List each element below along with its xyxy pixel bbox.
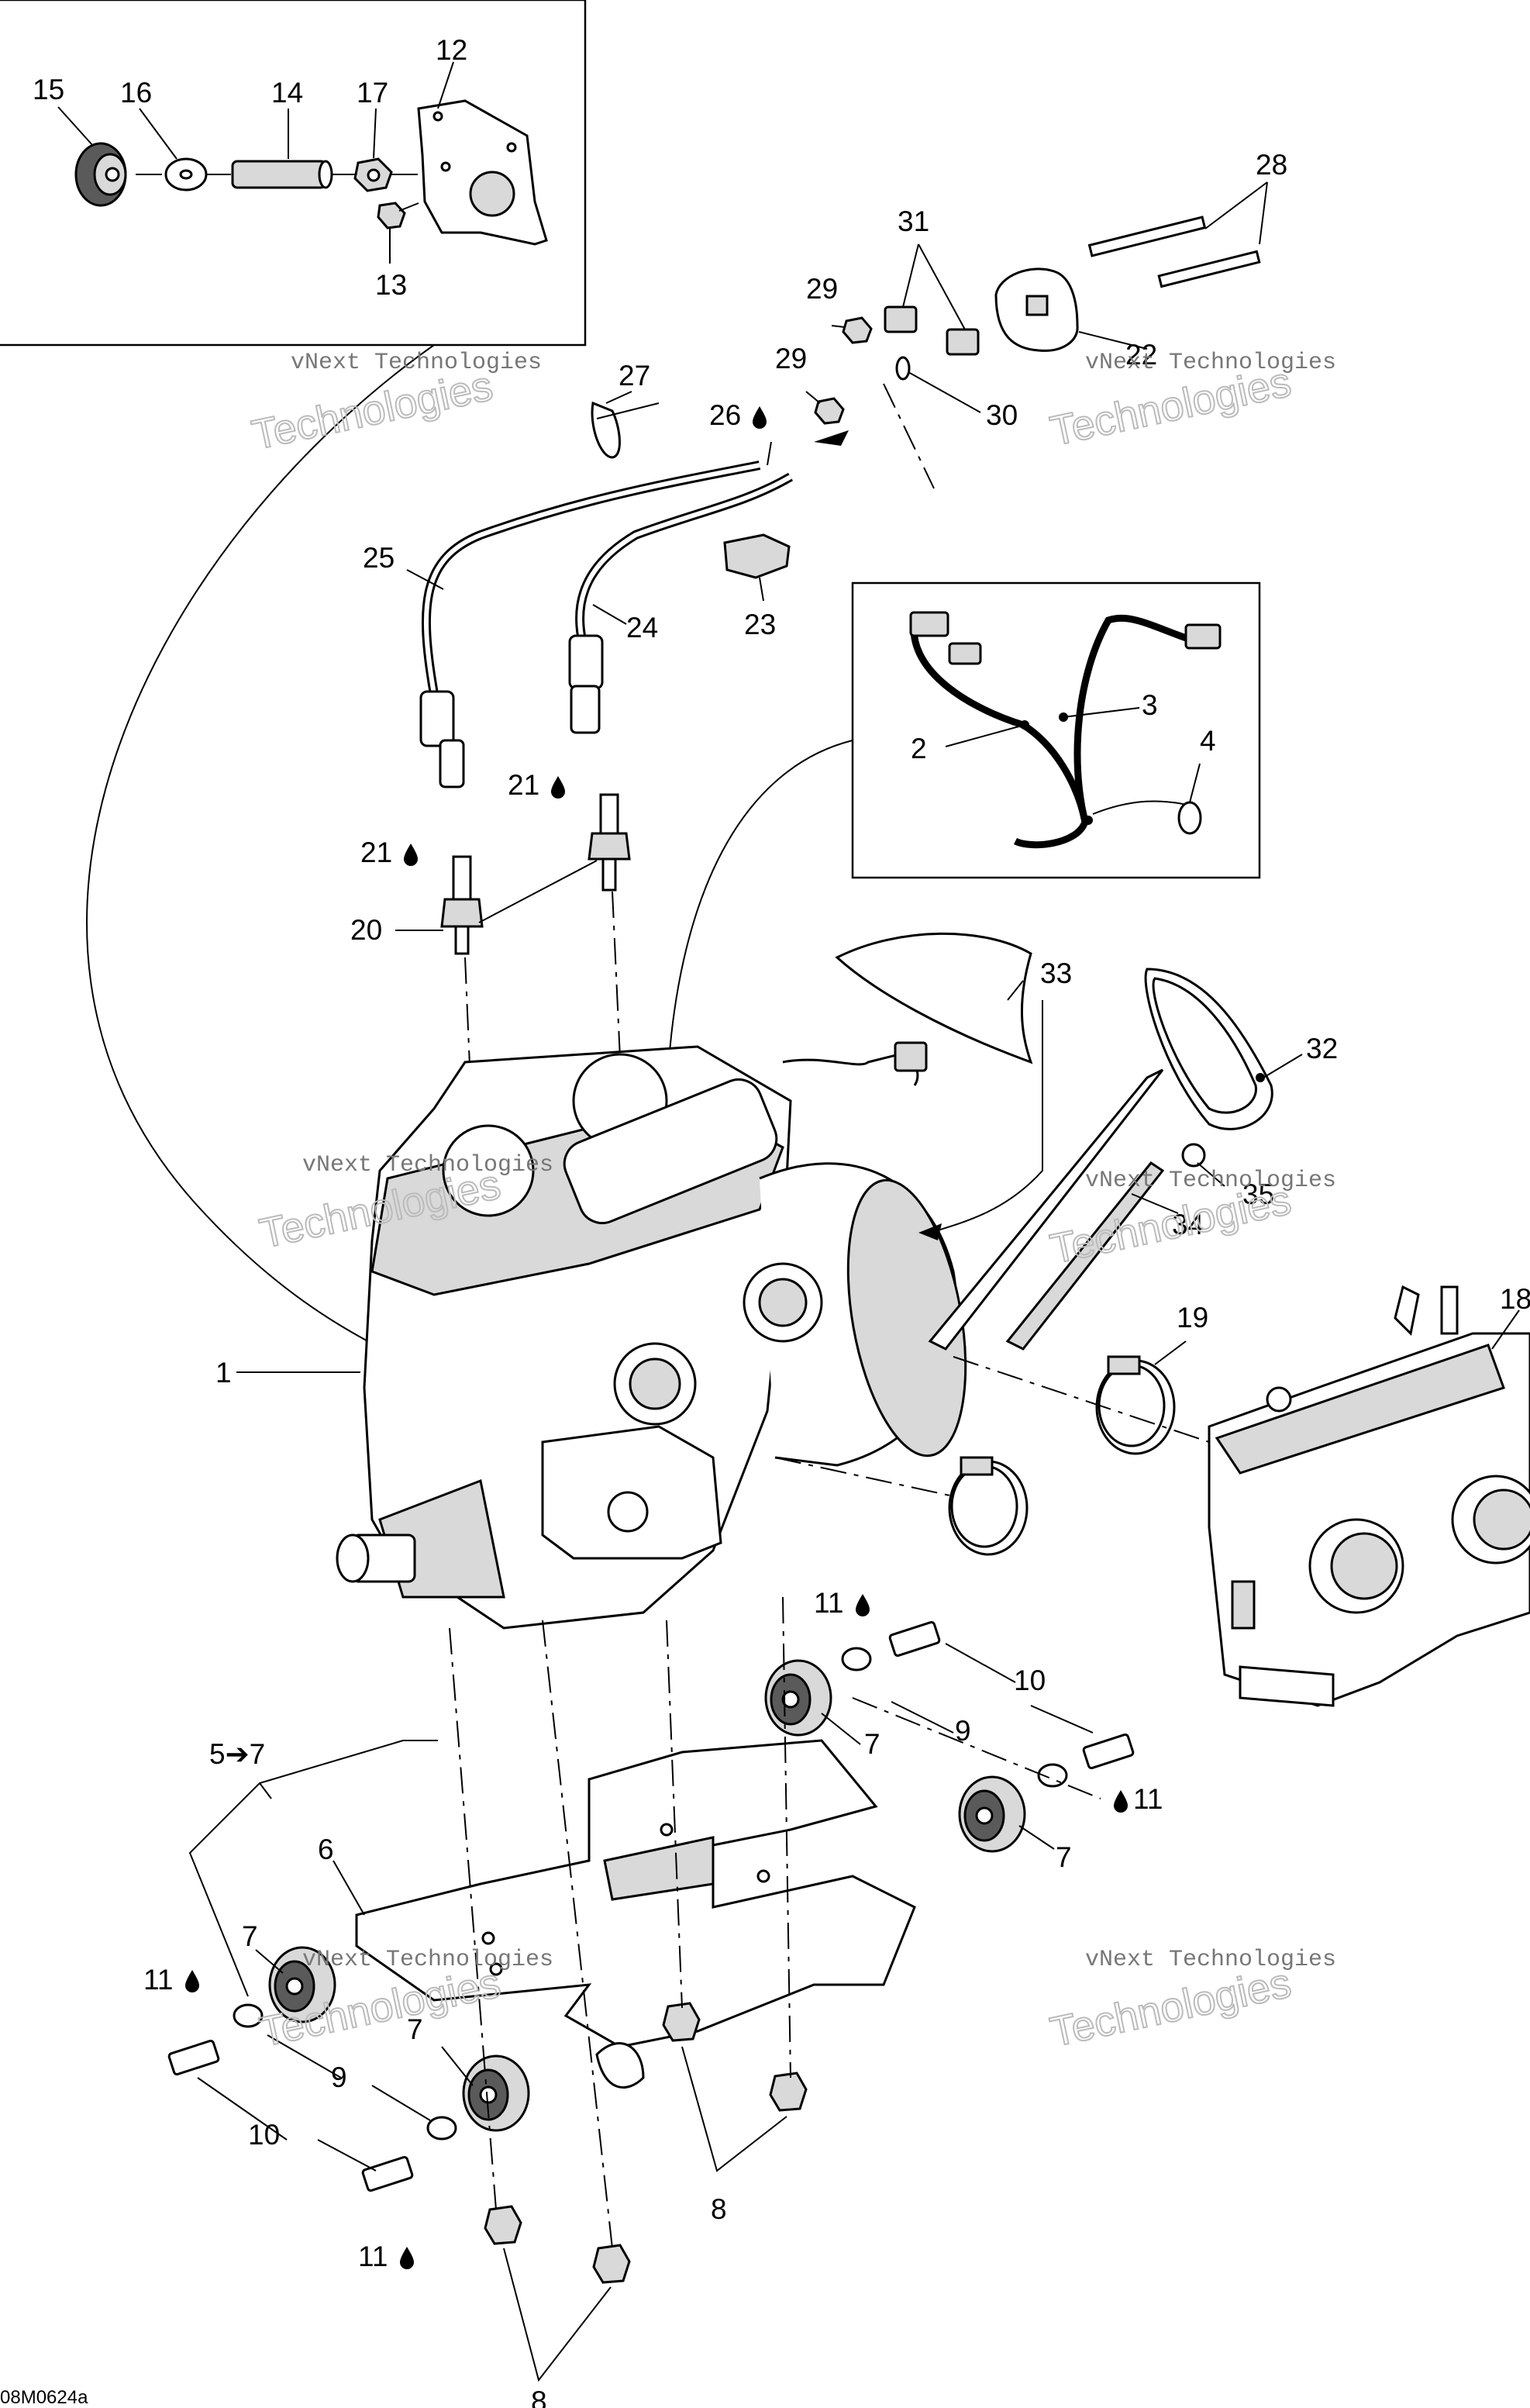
callout-26: 26 (709, 399, 741, 431)
callout-17: 17 (357, 77, 388, 109)
spacer-part-14 (231, 160, 333, 189)
ignition-cables (406, 441, 794, 788)
spark-plugs (395, 793, 631, 1319)
callout-labels: 1 2 3 4 5➔7 6 7 7 7 7 8 8 9 9 10 10 11 1… (33, 34, 1530, 2408)
callout-18: 18 (1500, 1283, 1530, 1315)
washer-part-16 (164, 157, 208, 191)
callout-11b: 11 (1133, 1783, 1163, 1815)
callout-19: 19 (1177, 1302, 1208, 1333)
mount-upper-left (764, 1659, 832, 1737)
svg-text:Technologies: Technologies (1046, 1960, 1295, 2056)
callout-5-7: 5➔7 (209, 1738, 265, 1770)
callout-7b: 7 (1056, 1841, 1072, 1873)
callout-32: 32 (1306, 1033, 1338, 1064)
callout-1: 1 (215, 1357, 232, 1389)
callout-30: 30 (986, 399, 1018, 431)
wiring-harness-inset (666, 581, 1261, 1102)
callout-29a: 29 (806, 273, 838, 305)
nut-part-17 (353, 157, 393, 192)
callout-6: 6 (318, 1834, 334, 1865)
callout-4: 4 (1200, 725, 1216, 757)
engine-block (236, 1041, 967, 1630)
oil-cap-and-dipstick (835, 932, 1303, 1351)
oil-drop-icon (404, 843, 418, 866)
oil-drop-icon (856, 1594, 870, 1616)
callout-11a: 11 (814, 1587, 843, 1619)
mount-lower-left (268, 1946, 336, 2023)
callout-9a: 9 (955, 1715, 971, 1747)
callout-7d: 7 (407, 2013, 423, 2045)
callout-33: 33 (1040, 957, 1072, 989)
mount-upper-right (958, 1775, 1026, 1853)
svg-text:Technologies: Technologies (248, 363, 497, 459)
callout-20: 20 (350, 914, 382, 946)
svg-text:vNext Technologies: vNext Technologies (302, 1152, 553, 1178)
clamps-part-19 (774, 1340, 1210, 1556)
callout-27: 27 (619, 360, 650, 392)
callout-23: 23 (744, 609, 776, 640)
callout-11d: 11 (358, 2241, 388, 2272)
mount-lower-center (462, 2054, 530, 2132)
callout-15: 15 (33, 74, 64, 105)
callout-7c: 7 (242, 1920, 258, 1952)
callout-9b: 9 (331, 2061, 347, 2093)
nuts-part-8 (484, 2002, 808, 2382)
bolts-part-10 (167, 1620, 1135, 2192)
callout-8b: 8 (531, 2386, 547, 2408)
callout-10a: 10 (1014, 1665, 1046, 1696)
callout-24: 24 (626, 612, 658, 643)
svg-text:vNext Technologies: vNext Technologies (1085, 1947, 1336, 1973)
callout-34: 34 (1172, 1209, 1204, 1240)
rubber-mounts-part-7 (255, 1659, 1055, 2132)
figure-id: 08M0624a (0, 2387, 88, 2408)
oil-drop-icon (400, 2247, 414, 2269)
grommet-part-15 (74, 142, 127, 207)
inset-bracket-box (0, 0, 587, 1427)
callout-21b: 21 (360, 837, 392, 868)
oil-drop-icon (753, 406, 767, 429)
callout-7a: 7 (864, 1728, 880, 1760)
callout-12: 12 (436, 34, 467, 66)
svg-text:vNext Technologies: vNext Technologies (1085, 1168, 1336, 1194)
callout-22: 22 (1125, 339, 1157, 371)
callout-13: 13 (375, 269, 407, 301)
callout-25: 25 (363, 542, 395, 574)
carburetor-part-18 (1208, 1285, 1530, 1707)
oil-drop-icon (551, 776, 565, 799)
callout-8a: 8 (711, 2193, 727, 2225)
bolt-part-13 (377, 202, 419, 229)
callout-11c: 11 (143, 1964, 173, 1996)
callout-21a: 21 (508, 769, 539, 801)
callout-31: 31 (898, 205, 929, 237)
mount-centerlines (449, 1596, 1101, 2249)
oil-drop-icon (1114, 1790, 1128, 1813)
callout-2: 2 (911, 733, 927, 764)
svg-text:vNext Technologies: vNext Technologies (302, 1947, 553, 1973)
callout-3: 3 (1142, 689, 1158, 721)
oil-drop-icon (185, 1970, 199, 1992)
callout-16: 16 (120, 77, 152, 109)
callout-14: 14 (271, 77, 303, 109)
svg-text:vNext Technologies: vNext Technologies (291, 350, 542, 376)
callout-28: 28 (1256, 149, 1287, 181)
callout-10b: 10 (248, 2119, 280, 2151)
callout-29b: 29 (775, 343, 807, 374)
engine-mount-bracket-part-6 (188, 1739, 916, 2089)
callout-35: 35 (1242, 1178, 1274, 1210)
svg-text:vNext Technologies: vNext Technologies (1085, 350, 1336, 376)
bracket-part-12 (417, 99, 548, 246)
ignition-parts-group (591, 181, 1268, 602)
washers-part-9 (233, 1647, 1068, 2141)
